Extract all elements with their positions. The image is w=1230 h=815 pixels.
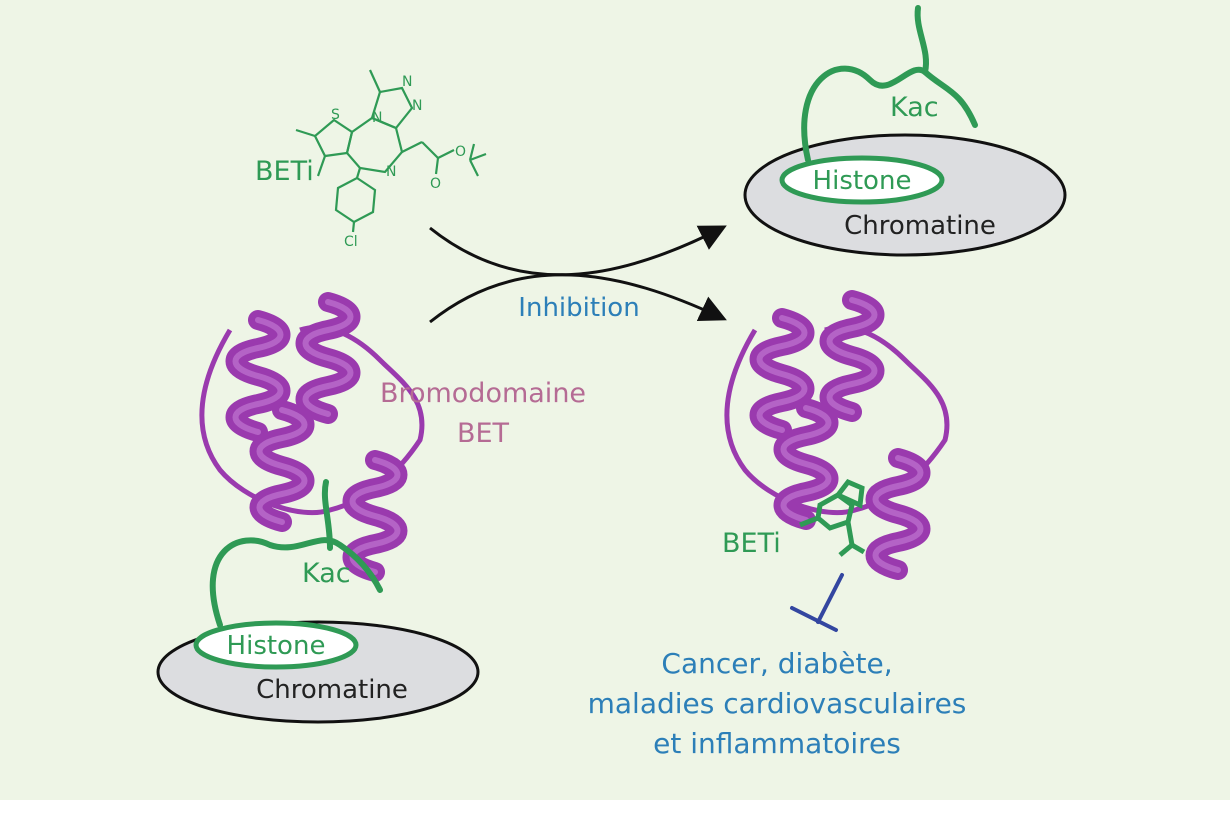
left-bromodomain: Histone Chromatine Kac (156, 302, 480, 724)
histone-tail-left (209, 537, 383, 628)
atom-cl: Cl (344, 234, 358, 250)
histone-label-left: Histone (227, 631, 326, 661)
atom-n1: N (372, 110, 382, 126)
atom-n3: N (412, 98, 422, 114)
disease-line-3: et inflammatoires (653, 727, 901, 760)
lysine-sidechain-top (914, 5, 929, 75)
top-right-complex: Histone Chromatine Kac (743, 5, 1067, 257)
atom-o1: O (430, 176, 441, 192)
atom-o2: O (455, 144, 466, 160)
right-bromodomain (724, 300, 950, 570)
inhibition-label: Inhibition (518, 293, 639, 323)
arrow-to-inhibited-domain (429, 273, 727, 324)
histone-tail-top (801, 65, 978, 163)
bound-inhibitor (799, 478, 866, 557)
kac-label-left: Kac (302, 558, 351, 589)
histone-ring-left (193, 620, 359, 670)
bromodomain-label-line2: BET (457, 418, 510, 449)
histone-label-top: Histone (813, 166, 912, 196)
disease-line-1: Cancer, diabète, (661, 647, 892, 680)
atom-s: S (331, 107, 340, 123)
chromatin-label-left: Chromatine (256, 675, 408, 705)
chromatin-label-top: Chromatine (844, 211, 996, 241)
atom-n2: N (402, 74, 412, 90)
disease-line-2: maladies cardiovasculaires (588, 687, 967, 720)
molecule-label: BETi (255, 156, 314, 187)
inhibition-t-bar (790, 573, 844, 632)
atom-n4: N (386, 164, 396, 180)
bromodomain-label-line1: Bromodomaine (380, 378, 586, 409)
inhibitor-label: BETi (722, 528, 781, 559)
kac-label-top: Kac (890, 92, 939, 123)
histone-ring-top (779, 155, 945, 205)
lysine-sidechain-left (321, 479, 333, 551)
beti-molecule (295, 69, 487, 233)
